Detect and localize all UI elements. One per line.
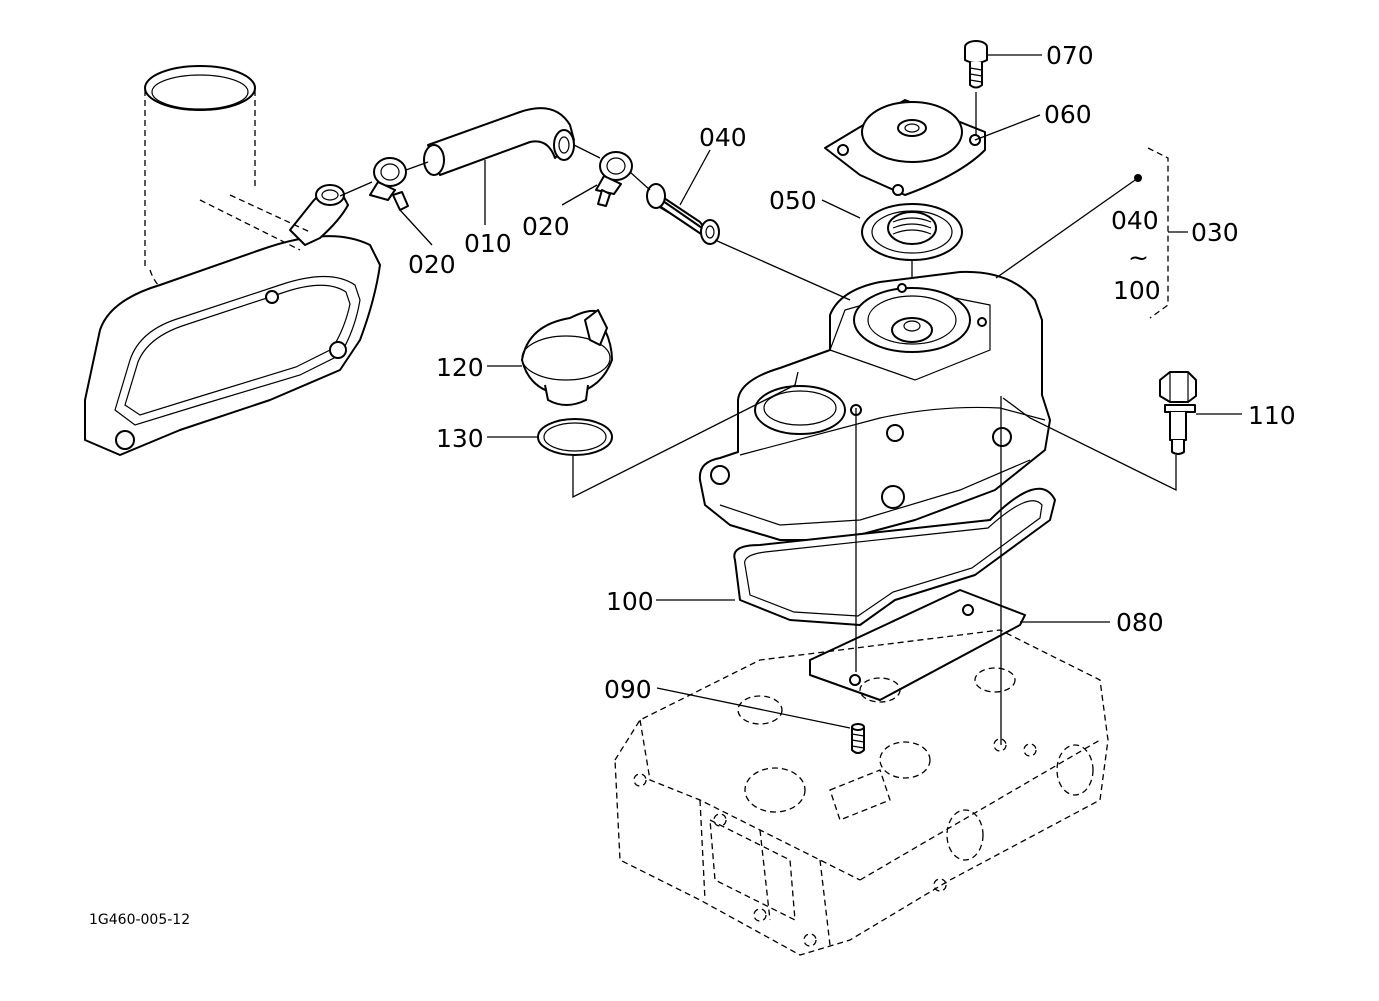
range-tilde: ~	[1128, 243, 1149, 272]
callout-090: 090	[604, 675, 652, 704]
plate-080	[809, 589, 1026, 701]
callout-080: 080	[1116, 608, 1164, 637]
hose-clamp-left	[369, 157, 409, 211]
bolt-110	[1159, 371, 1197, 455]
callout-010: 010	[464, 229, 512, 258]
o-ring-130	[537, 418, 613, 456]
callout-070: 070	[1046, 41, 1094, 70]
callout-040: 040	[699, 123, 747, 152]
drawing-number: 1G460-005-12	[89, 912, 190, 928]
callout-060: 060	[1044, 100, 1092, 129]
head-cover-gasket-100	[733, 487, 1056, 626]
leader-lines	[399, 54, 1242, 729]
cylinder-head	[614, 629, 1109, 956]
callout-020-left: 020	[408, 250, 456, 279]
callout-030: 030	[1191, 218, 1239, 247]
diaphragm-050	[861, 203, 963, 300]
thermostat-housing	[84, 65, 381, 456]
callout-110: 110	[1248, 401, 1296, 430]
cylinder-head-cover	[698, 270, 1051, 541]
callout-120: 120	[436, 353, 484, 382]
range-to: 100	[1113, 276, 1161, 305]
screw-070	[964, 40, 988, 135]
breather-cover-060	[824, 99, 986, 196]
hose-010	[423, 107, 575, 176]
callout-020-right: 020	[522, 212, 570, 241]
stud-090	[851, 723, 865, 754]
callout-130: 130	[436, 424, 484, 453]
breather-pipe-040	[646, 183, 720, 245]
assembly-dot	[1134, 174, 1142, 182]
callout-100: 100	[606, 587, 654, 616]
callout-050: 050	[769, 186, 817, 215]
hose-clamp-right	[595, 151, 633, 207]
range-bracket	[1147, 147, 1188, 319]
assembly-lines	[339, 144, 1177, 745]
oil-filler-cap-120	[521, 309, 613, 406]
range-from: 040	[1111, 206, 1159, 235]
